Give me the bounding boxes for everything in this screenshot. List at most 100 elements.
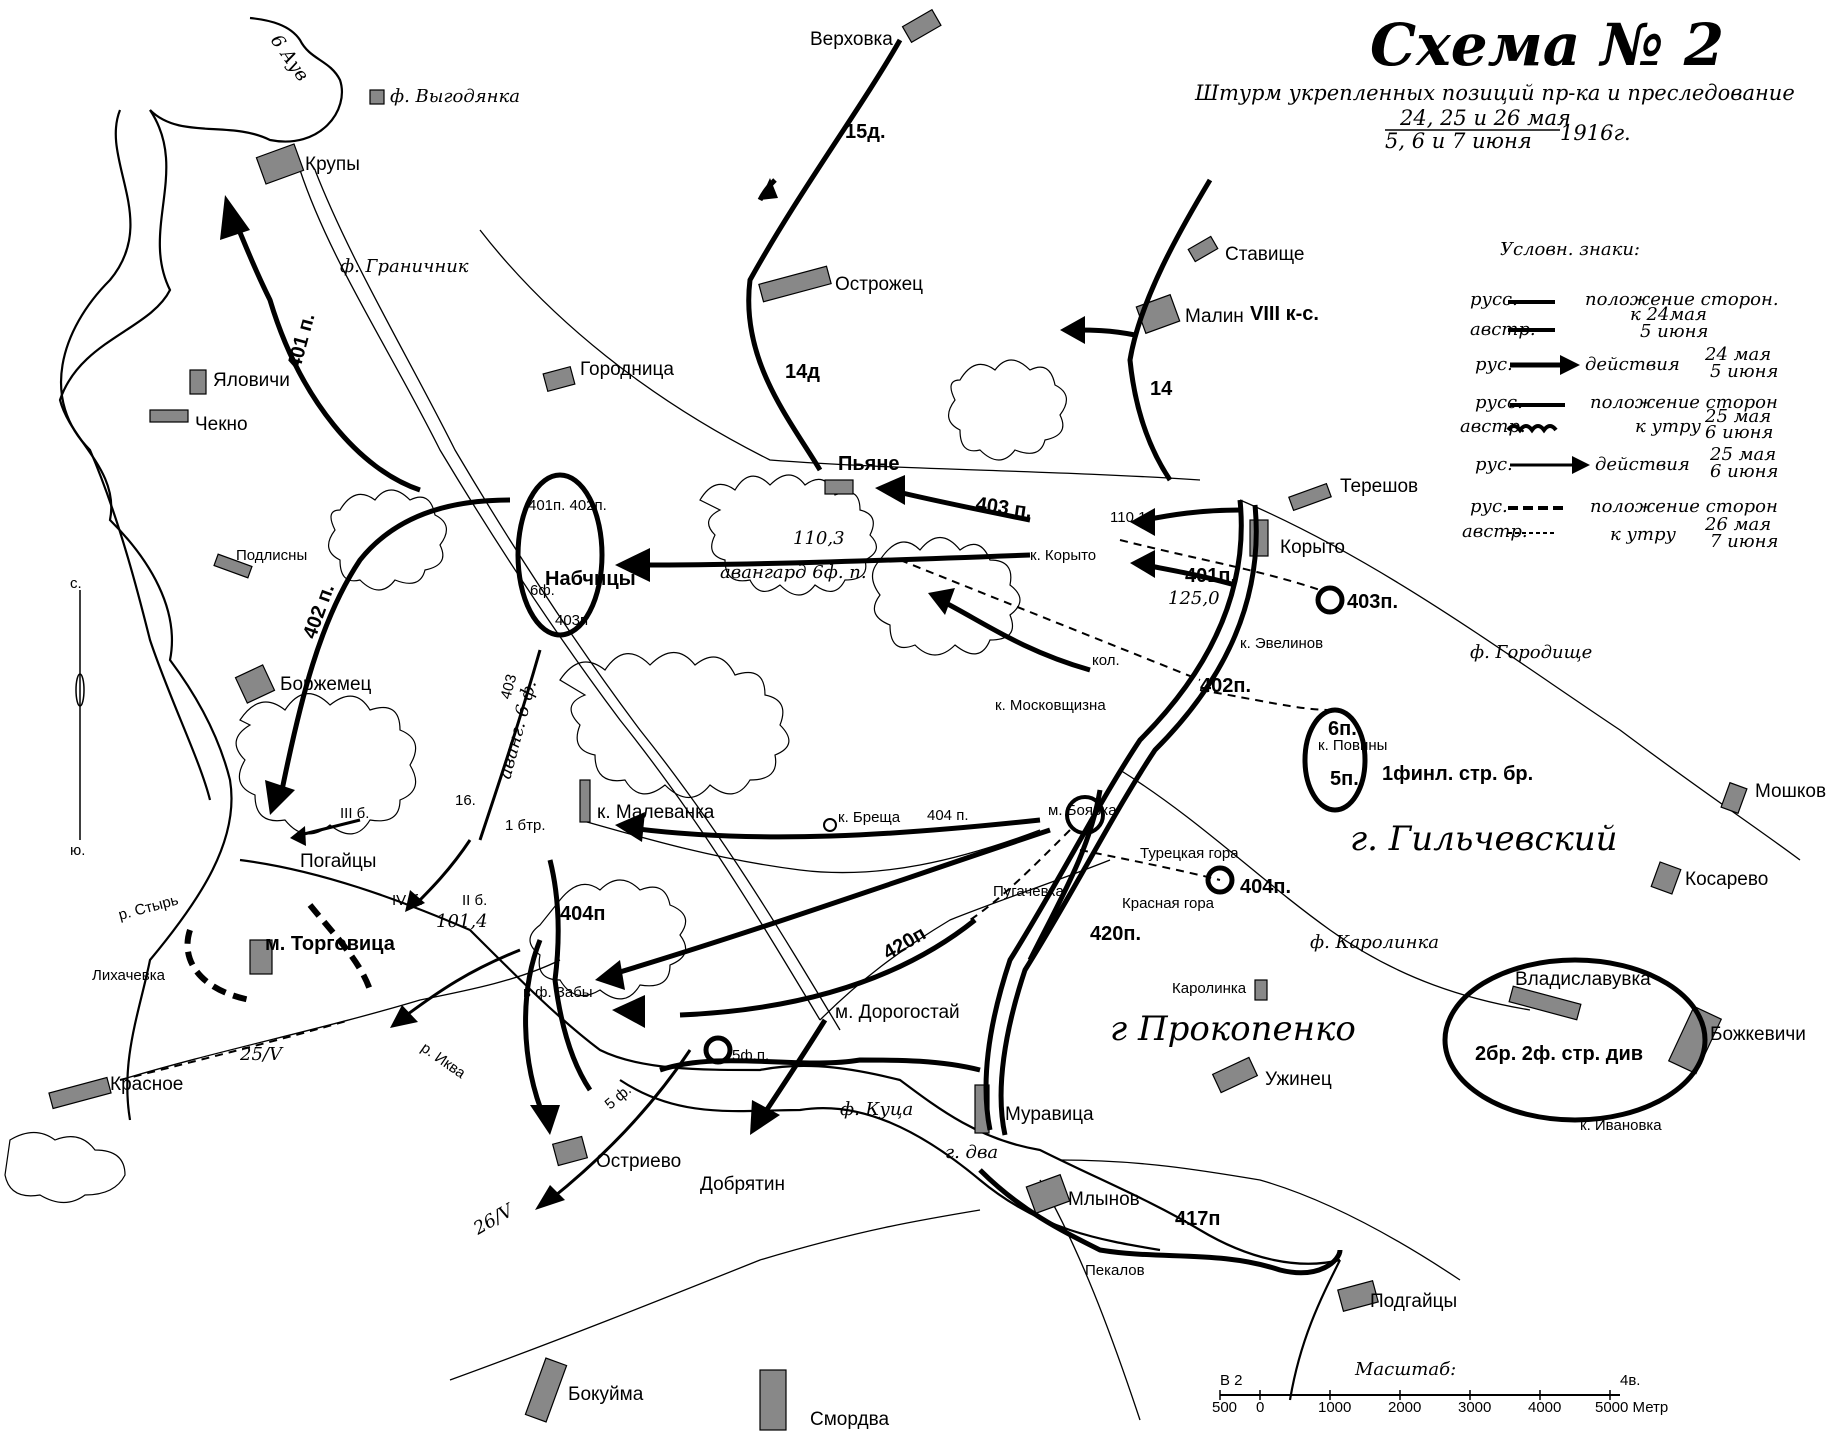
label-podgaitsy-e: Подгайцы xyxy=(1370,1291,1457,1312)
scale-tick-label-4: 3000 xyxy=(1458,1399,1491,1416)
legend-row3-text: положение сторон xyxy=(1590,392,1778,413)
arrowhead-korytno-2 xyxy=(1130,550,1155,578)
dash-korytno-403 xyxy=(1119,539,1321,591)
arrow-kol xyxy=(938,597,1091,673)
label-vygodyanka: ф. Выгодянка xyxy=(390,86,520,107)
unit-14d: 14д xyxy=(785,361,820,383)
arrowhead-avangard xyxy=(615,548,650,582)
arrow-torgovitsa-west xyxy=(399,948,521,1022)
label-f-zaby: в ф. Забы xyxy=(523,984,593,1001)
unit-420n: 420п. xyxy=(1090,923,1141,945)
river-styr-west xyxy=(58,109,233,1121)
unit-404n: 404п xyxy=(560,903,605,925)
unit-1-btr: 1 бтр. xyxy=(505,817,545,834)
label-pugachevka: Пугачевка xyxy=(993,883,1064,900)
forest-tereshov xyxy=(948,359,1067,461)
forest-east xyxy=(871,536,1021,656)
legend-row3-date-top: 25 мая xyxy=(1704,406,1771,427)
arrow-401-north xyxy=(227,208,421,493)
village-gorodnitsa xyxy=(542,365,576,393)
unit-404-circle: 404п. xyxy=(1240,876,1291,898)
height-125: 125,0 xyxy=(1168,588,1220,609)
arrow-korytno-1 xyxy=(1144,507,1241,523)
arrow-iii-west xyxy=(299,818,361,837)
austrian-lines xyxy=(119,539,1331,1081)
height-korytno: 110,1 xyxy=(1110,509,1146,526)
label-vladislavovka: Владиславувка xyxy=(1515,969,1651,990)
arrow-404-south xyxy=(523,939,548,1121)
povinу-ring xyxy=(1302,707,1368,813)
label-tereshov: Терешов xyxy=(1340,476,1418,497)
legend-row3-date-bottom: 6 июня xyxy=(1705,422,1773,443)
unit-417: 417п xyxy=(1175,1208,1220,1230)
arrowhead-iv-sw xyxy=(405,890,425,912)
label-f-karolinka: ф. Каролинка xyxy=(1310,932,1439,953)
unit-8-corps: VIII к-с. xyxy=(1250,303,1319,325)
river-ikva xyxy=(239,858,1341,1265)
village-malevanka xyxy=(579,779,591,823)
unit-404: 404 п. xyxy=(927,807,968,824)
dash-boyarka-pugachevka xyxy=(969,829,1071,921)
label-krasnoe: Красное xyxy=(110,1074,183,1095)
height-101: 101,4 xyxy=(436,911,488,932)
legend-row5-text: положение сторон xyxy=(1590,496,1778,517)
village-bokuima xyxy=(524,1357,568,1423)
compass-needle-icon xyxy=(75,673,85,707)
village-borzhemets xyxy=(234,664,276,704)
unit-6p: 6п. xyxy=(1328,718,1357,740)
label-granichnik: ф. Граничник xyxy=(340,256,469,277)
village-bozhkevichi xyxy=(1667,1005,1723,1075)
river-styr xyxy=(149,16,343,143)
label-k-ivanovka: к. Ивановка xyxy=(1580,1117,1662,1134)
arrow-boyarka-zaby xyxy=(609,827,1051,978)
legend-row4-text: действия xyxy=(1595,454,1690,475)
road-krupy-south xyxy=(299,169,821,1021)
label-pogaitsy-w: Погайцы xyxy=(300,851,376,872)
label-malin: Малин xyxy=(1185,306,1244,327)
label-pekalov: Пекалов xyxy=(1085,1262,1145,1279)
marker-breshcha xyxy=(823,818,837,832)
road-west-krasnoe xyxy=(119,959,561,1081)
unit-5p: 5п. xyxy=(1330,768,1359,790)
arrowhead-malin xyxy=(1060,316,1085,344)
arrowhead-401-north xyxy=(220,195,250,240)
label-r-ikva: р. Иква xyxy=(418,1039,469,1082)
label-k-breshcha: к. Бреща xyxy=(838,809,901,826)
dates-bottom: 5, 6 и 7 июня xyxy=(1385,129,1532,153)
label-likhachevka: Лихачевка xyxy=(92,967,166,984)
scale-right-unit: 4в. xyxy=(1620,1372,1640,1389)
marker-404-circle xyxy=(1205,865,1235,895)
legend-row5-side-bottom: австр. xyxy=(1462,521,1528,542)
legend-row1-side-bottom: австр. xyxy=(1470,319,1536,340)
village-verkhovka xyxy=(901,8,942,44)
label-krupy: Крупы xyxy=(305,154,360,175)
unit-5f: 5ф.п. xyxy=(732,1047,769,1064)
label-malevanka: к. Малеванка xyxy=(597,802,715,823)
scale-tick-label-5: 4000 xyxy=(1528,1399,1561,1416)
arrowhead-torgovitsa-west xyxy=(390,1005,418,1028)
compass-north: с. xyxy=(70,575,82,592)
legend-row2-date-top: 24 мая xyxy=(1704,344,1771,365)
villages xyxy=(48,8,1748,1431)
village-pyane xyxy=(824,479,854,495)
label-mashkov: Мошков xyxy=(1755,781,1826,802)
label-g-dva: г. два xyxy=(945,1142,998,1163)
unit-401-left: 401 п. xyxy=(284,311,320,371)
scale-tick-label-0: 500 xyxy=(1212,1399,1237,1416)
label-bozhkevichi: Божкевичи xyxy=(1710,1024,1806,1045)
arrow-420 xyxy=(679,918,977,1018)
road-malevanka xyxy=(579,819,1041,874)
legend-row3-side-bottom: австр. xyxy=(1460,416,1526,437)
legend-row1-text: положение сторон. xyxy=(1585,289,1779,310)
road-mlynov-east xyxy=(1059,1159,1461,1281)
legend-row4-side: рус. xyxy=(1475,454,1513,475)
height-25: 25/V xyxy=(239,1044,284,1065)
unit-15d: 15д. xyxy=(845,121,886,143)
vladislavovka-ring xyxy=(1442,957,1708,1123)
scale-tick-label-1: 0 xyxy=(1256,1399,1264,1416)
forest-west xyxy=(235,693,417,835)
unit-14: 14 xyxy=(1150,378,1173,400)
unit-avangard: авангард 6ф. п. xyxy=(720,562,867,583)
unit-420: 420п xyxy=(880,923,930,965)
